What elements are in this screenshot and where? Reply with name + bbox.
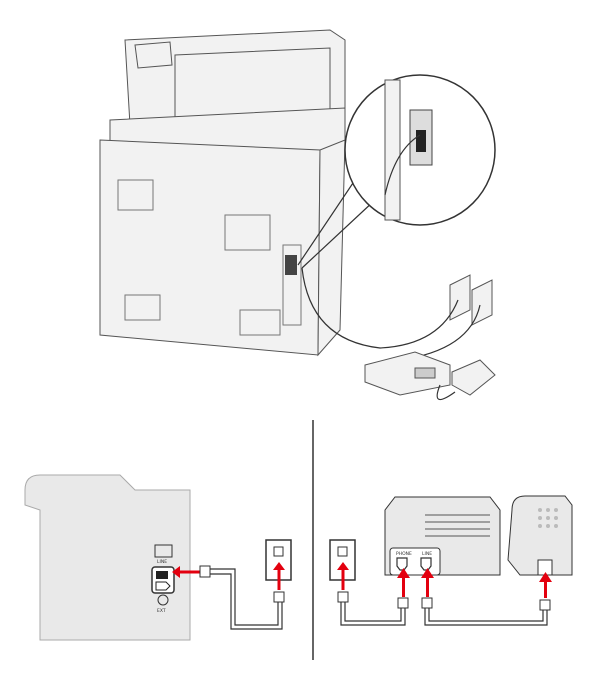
ext-phone-icon [157,594,169,606]
cable-wall-fax [340,602,406,626]
telephone [507,495,573,576]
cable-plug [199,565,211,578]
cable-printer-wall [301,267,459,349]
cable-fax-phone [424,608,548,626]
port-callout [297,74,496,269]
cable-printer-wall [210,568,283,630]
telephone-top [436,359,496,401]
wall-jack-top [449,274,493,326]
answering-machine: PHONE LINE [384,496,501,576]
phone-port-label: PHONE [396,551,412,557]
ext-port-label: EXT [157,608,166,614]
printer-port [285,255,297,275]
line-port-icon [154,544,173,558]
line-port-label: LINE [157,559,167,565]
line-port [151,566,175,594]
printer-illustration [99,29,346,357]
answering-machine-top [364,351,451,396]
line-port-label-fax: LINE [422,551,432,557]
printer-schematic: LINE EXT [24,474,191,641]
arrows-right [397,568,552,598]
